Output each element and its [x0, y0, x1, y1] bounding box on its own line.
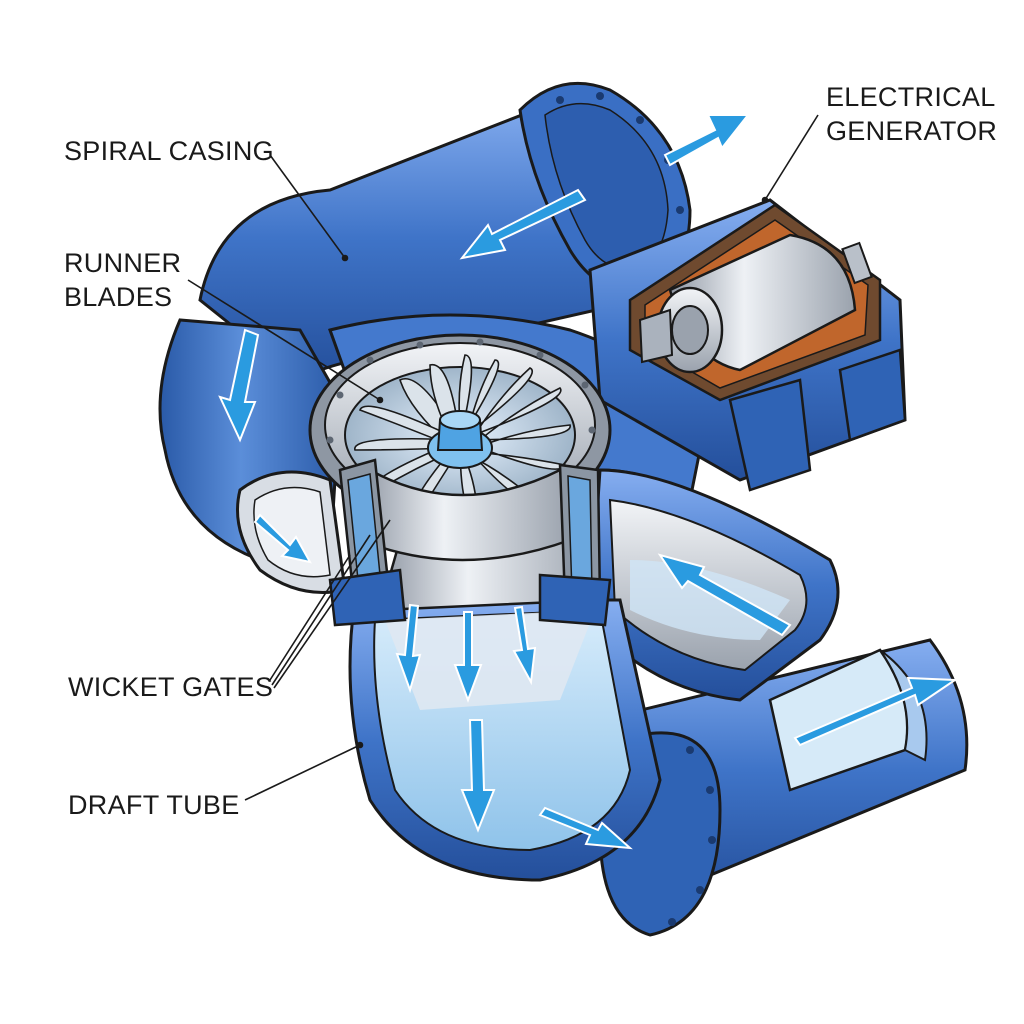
flow-arrow-inlet-cut — [657, 553, 792, 637]
label-wicket-gates-text: WICKET GATES — [68, 672, 274, 702]
leader-draft-tube — [244, 744, 361, 801]
electrical-generator — [588, 198, 907, 492]
flow-arrow-draft-out — [538, 806, 633, 850]
label-generator-line2: GENERATOR — [826, 116, 998, 146]
label-spiral-casing-text: SPIRAL CASING — [64, 136, 274, 166]
leader-generator — [764, 114, 819, 201]
label-runner-blades-line1: RUNNER — [64, 248, 182, 278]
leader-spiral-casing — [269, 154, 346, 259]
leader-runner-blades — [187, 279, 381, 401]
flow-arrow-draft-4 — [460, 719, 496, 833]
flow-arrow-outlet — [793, 676, 959, 747]
leader-wicket-3 — [273, 519, 391, 689]
flow-arrows — [218, 114, 959, 850]
leader-lines — [187, 114, 819, 801]
label-generator-line1: ELECTRICAL — [826, 82, 996, 112]
flow-arrow-draft-2 — [453, 611, 483, 703]
leader-wicket-1 — [269, 554, 351, 681]
label-runner-blades: RUNNER BLADES — [64, 246, 181, 314]
label-draft-tube: DRAFT TUBE — [68, 788, 240, 822]
flow-arrow-draft-3 — [512, 605, 537, 686]
label-wicket-gates: WICKET GATES — [68, 670, 273, 704]
flow-arrow-casing — [459, 188, 587, 260]
leader-wicket-2 — [271, 534, 371, 686]
label-spiral-casing: SPIRAL CASING — [64, 134, 274, 168]
label-draft-tube-text: DRAFT TUBE — [68, 790, 240, 820]
label-runner-blades-line2: BLADES — [64, 282, 173, 312]
flow-arrow-outlet-top — [663, 114, 751, 167]
flow-arrow-left-down — [218, 328, 260, 443]
label-electrical-generator: ELECTRICAL GENERATOR — [826, 80, 997, 148]
draft-tube — [348, 533, 662, 882]
wicket-gates — [328, 458, 612, 627]
flow-arrow-left-cut — [253, 513, 312, 564]
flow-arrow-draft-1 — [395, 603, 422, 694]
